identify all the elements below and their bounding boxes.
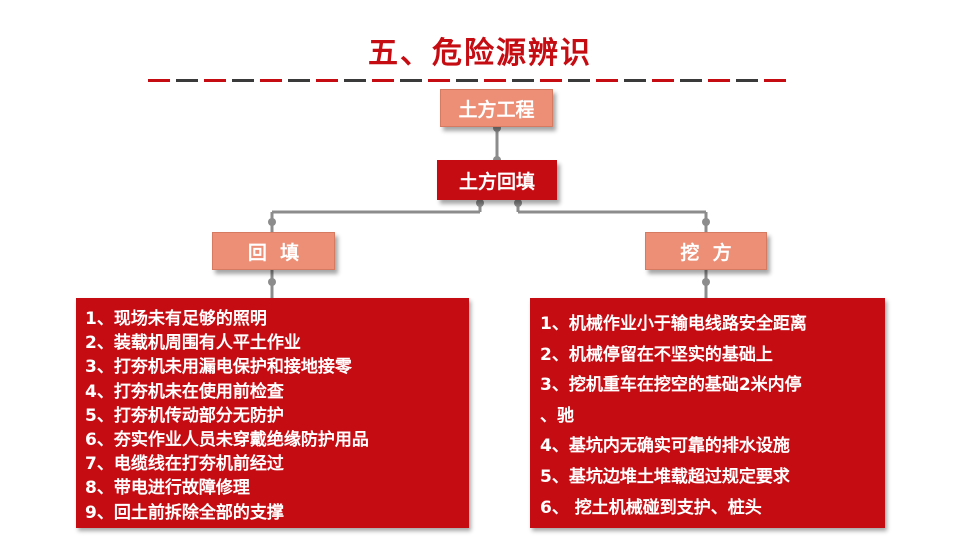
- dash-segment: [344, 79, 366, 82]
- list-item: 5、打夯机传动部分无防护: [85, 405, 284, 426]
- list-item: 1、现场未有足够的照明: [85, 309, 267, 329]
- node-right-label: 挖 方: [680, 241, 732, 264]
- dash-segment: [288, 79, 310, 82]
- excavation-hazard-items: 1、机械作业小于输电线路安全距离 2、机械停留在不坚实的基础上 3、挖机重车在挖空的…: [540, 309, 885, 523]
- list-item: 7、电缆线在打夯机前经过: [85, 454, 284, 475]
- page-title: 五、危险源辨识: [368, 36, 592, 71]
- list-item: 4、基坑内无确实可靠的排水设施: [540, 436, 790, 457]
- dash-segment: [148, 79, 170, 82]
- hazard-list-backfill: 1、现场未有足够的照明 2、装载机周围有人平土作业 3、打夯机未用漏电保护和接地接零…: [76, 298, 469, 528]
- dash-segment: [176, 79, 198, 82]
- dash-segment: [596, 79, 618, 82]
- node-left-label: 回 填: [247, 241, 300, 264]
- node-root: 土方工程: [440, 89, 553, 127]
- dash-segment: [232, 79, 254, 82]
- node-sub-label: 土方回填: [458, 170, 535, 193]
- dash-segment: [764, 79, 786, 82]
- list-item: 3、挖机重车在挖空的基础2米内停: [540, 375, 802, 396]
- node-right: 挖 方: [645, 232, 767, 270]
- list-item: 6、夯实作业人员未穿戴绝缘防护用品: [85, 429, 369, 450]
- node-root-label: 土方工程: [458, 98, 535, 121]
- dash-segment: [652, 79, 674, 82]
- dash-segment: [624, 79, 646, 82]
- dash-segment: [568, 79, 590, 82]
- hazard-list-excavation: 1、机械作业小于输电线路安全距离 2、机械停留在不坚实的基础上 3、挖机重车在挖空的…: [530, 298, 885, 528]
- dash-segment: [736, 79, 758, 82]
- list-item: 、驰: [540, 405, 574, 426]
- dash-segment: [204, 79, 226, 82]
- list-item: 9、回土前拆除全部的支撑: [85, 502, 284, 523]
- list-item: 4、打夯机未在使用前检查: [85, 381, 284, 402]
- list-item: 8、带电进行故障修理: [85, 478, 250, 499]
- dash-segment: [708, 79, 730, 82]
- list-item: 5、基坑边堆土堆载超过规定要求: [540, 466, 790, 487]
- list-item: 2、装载机周围有人平土作业: [85, 333, 301, 354]
- list-item: 2、机械停留在不坚实的基础上: [540, 344, 773, 365]
- dash-segment: [372, 79, 394, 82]
- list-item: 6、 挖土机械碰到支护、桩头: [540, 497, 762, 518]
- dash-segment: [540, 79, 562, 82]
- list-item: 3、打夯机未用漏电保护和接地接零: [85, 357, 352, 378]
- dash-segment: [680, 79, 702, 82]
- dash-segment: [512, 79, 534, 82]
- title-dashed-rule: [148, 79, 786, 82]
- dash-segment: [428, 79, 450, 82]
- node-left: 回 填: [212, 232, 335, 270]
- dash-segment: [260, 79, 282, 82]
- dash-segment: [316, 79, 338, 82]
- node-sub: 土方回填: [437, 160, 557, 200]
- dash-segment: [456, 79, 478, 82]
- dash-segment: [484, 79, 506, 82]
- list-item: 1、机械作业小于输电线路安全距离: [540, 314, 807, 334]
- backfill-hazard-items: 1、现场未有足够的照明 2、装载机周围有人平土作业 3、打夯机未用漏电保护和接地接零…: [85, 307, 469, 525]
- dash-segment: [400, 79, 422, 82]
